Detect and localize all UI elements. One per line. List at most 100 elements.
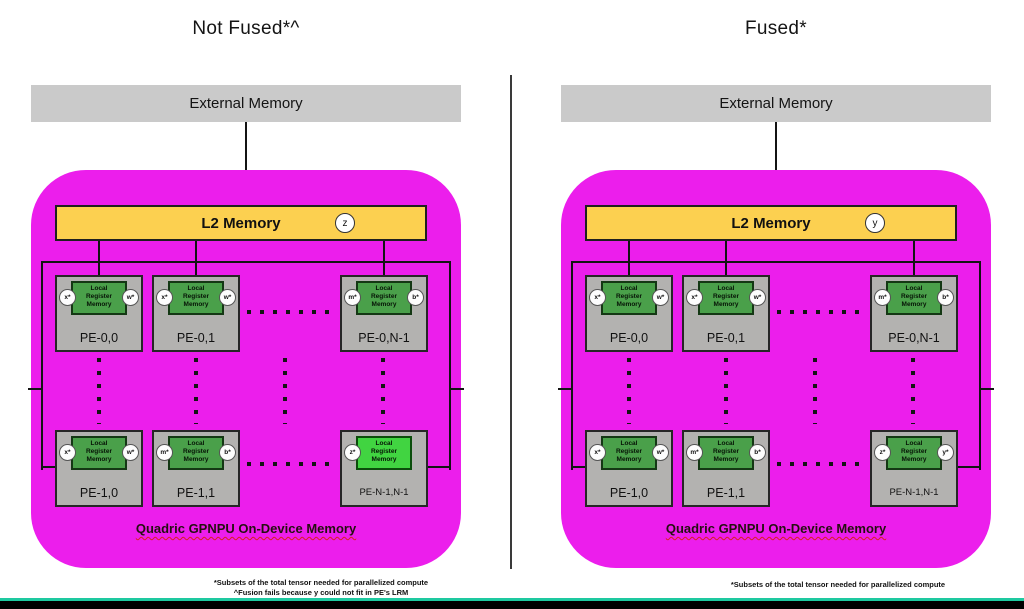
tensor-badge-right: w* (749, 289, 766, 306)
video-progress-bar[interactable] (0, 598, 1024, 601)
continuation-dots-horizontal (247, 310, 337, 314)
pe-label: PE-0,0 (609, 331, 649, 345)
local-register-memory-box: Local Register Memory (71, 436, 127, 470)
tensor-badge-left: x* (59, 444, 76, 461)
bus-stub-right (426, 466, 451, 468)
local-register-memory-box: Local Register Memory (168, 436, 224, 470)
tensor-badge-right: w* (652, 444, 669, 461)
continuation-dots-vertical (724, 358, 728, 424)
pe-label: PE-1,0 (79, 486, 119, 500)
device-memory-caption: Quadric GPNPU On-Device Memory (561, 520, 991, 538)
tensor-badge-left: x* (156, 289, 173, 306)
pe-label: PE-0,1 (176, 331, 216, 345)
tensor-badge-right: b* (407, 289, 424, 306)
external-memory-label: External Memory (189, 95, 303, 112)
tensor-badge-left: x* (589, 289, 606, 306)
continuation-dots-vertical (813, 358, 817, 424)
local-register-memory-box: Local Register Memory (168, 281, 224, 315)
tensor-badge-left: m* (686, 444, 703, 461)
pe-box: Local Register Memory x* w* PE-0,1 (152, 275, 240, 352)
continuation-dots-vertical (194, 358, 198, 424)
continuation-dots-horizontal (777, 462, 867, 466)
pe-label: PE-0,N-1 (358, 331, 410, 345)
l2-memory-label: L2 Memory (731, 214, 811, 232)
tensor-badge-right: b* (749, 444, 766, 461)
panel-fused: Fused* External Memory L2 Memory y Local… (558, 0, 994, 609)
tensor-badge-left: x* (59, 289, 76, 306)
panel-title: Not Fused*^ (192, 18, 300, 39)
pe-label: PE-0,N-1 (888, 331, 940, 345)
bus-rail-right (449, 261, 451, 470)
tensor-badge-left: x* (589, 444, 606, 461)
local-register-memory-box: Local Register Memory (886, 436, 942, 470)
bus-rail-left (41, 261, 43, 470)
l2-memory-label: L2 Memory (201, 214, 281, 232)
panel-title: Fused* (744, 18, 807, 39)
l2-drop-line (725, 241, 727, 276)
tensor-badge-left: z* (344, 444, 361, 461)
bus-tick-left (28, 388, 43, 390)
pe-label: PE-0,0 (79, 331, 119, 345)
device-memory-caption-text: Quadric GPNPU On-Device Memory (665, 521, 887, 536)
tensor-badge-right: w* (652, 289, 669, 306)
footnote-line: *Subsets of the total tensor needed for … (730, 580, 946, 589)
local-register-memory-box: Local Register Memory (698, 281, 754, 315)
continuation-dots-vertical (97, 358, 101, 424)
l2-memory-bar: L2 Memory y (585, 205, 957, 241)
continuation-dots-horizontal (247, 462, 337, 466)
bus-stub-left (571, 466, 587, 468)
l2-tensor-badge: z (335, 213, 355, 233)
device-memory-caption: Quadric GPNPU On-Device Memory (31, 520, 461, 538)
pe-box: Local Register Memory m* b* PE-0,N-1 (870, 275, 958, 352)
bus-top-line (571, 261, 981, 263)
tensor-badge-left: m* (344, 289, 361, 306)
continuation-dots-horizontal (777, 310, 867, 314)
pe-box: Local Register Memory m* b* PE-1,1 (152, 430, 240, 507)
video-player-bar (0, 598, 1024, 609)
local-register-memory-box: Local Register Memory (601, 281, 657, 315)
pe-label: PE-1,1 (176, 486, 216, 500)
pe-label: PE-N-1,N-1 (359, 487, 409, 498)
tensor-badge-right: w* (122, 289, 139, 306)
l2-drop-line (383, 241, 385, 276)
pe-label: PE-1,1 (706, 486, 746, 500)
footnotes: *Subsets of the total tensor needed for … (156, 578, 486, 598)
ext-to-chip-line (245, 122, 247, 170)
device-memory-caption-text: Quadric GPNPU On-Device Memory (135, 521, 357, 536)
footnote-line: *Subsets of the total tensor needed for … (213, 578, 429, 587)
l2-drop-line (628, 241, 630, 276)
external-memory-bar: External Memory (561, 85, 991, 122)
bus-top-line (41, 261, 451, 263)
l2-memory-bar: L2 Memory z (55, 205, 427, 241)
footnotes: *Subsets of the total tensor needed for … (673, 580, 1003, 590)
pe-label: PE-1,0 (609, 486, 649, 500)
external-memory-bar: External Memory (31, 85, 461, 122)
tensor-badge-right: w* (219, 289, 236, 306)
pe-box: Local Register Memory m* b* PE-0,N-1 (340, 275, 428, 352)
local-register-memory-box: Local Register Memory (886, 281, 942, 315)
l2-drop-line (913, 241, 915, 276)
pe-box: Local Register Memory x* w* PE-1,0 (585, 430, 673, 507)
pe-box: Local Register Memory m* b* PE-1,1 (682, 430, 770, 507)
ext-to-chip-line (775, 122, 777, 170)
pe-label: PE-N-1,N-1 (889, 487, 939, 498)
local-register-memory-box: Local Register Memory (601, 436, 657, 470)
footnote-line: ^Fusion fails because y could not fit in… (233, 588, 409, 598)
l2-tensor-badge: y (865, 213, 885, 233)
pe-box: Local Register Memory x* w* PE-0,0 (55, 275, 143, 352)
local-register-memory-box: Local Register Memory (698, 436, 754, 470)
l2-drop-line (98, 241, 100, 276)
pe-box: Local Register Memory z* PE-N-1,N-1 (340, 430, 428, 507)
tensor-badge-left: m* (874, 289, 891, 306)
pe-box: Local Register Memory x* w* PE-0,0 (585, 275, 673, 352)
pe-label: PE-0,1 (706, 331, 746, 345)
tensor-badge-right: y* (937, 444, 954, 461)
local-register-memory-box: Local Register Memory (71, 281, 127, 315)
continuation-dots-vertical (627, 358, 631, 424)
bus-tick-right (449, 388, 464, 390)
panel-not-fused: Not Fused*^ External Memory L2 Memory z … (28, 0, 464, 609)
local-register-memory-box: Local Register Memory (356, 281, 412, 315)
external-memory-label: External Memory (719, 95, 833, 112)
tensor-badge-left: z* (874, 444, 891, 461)
